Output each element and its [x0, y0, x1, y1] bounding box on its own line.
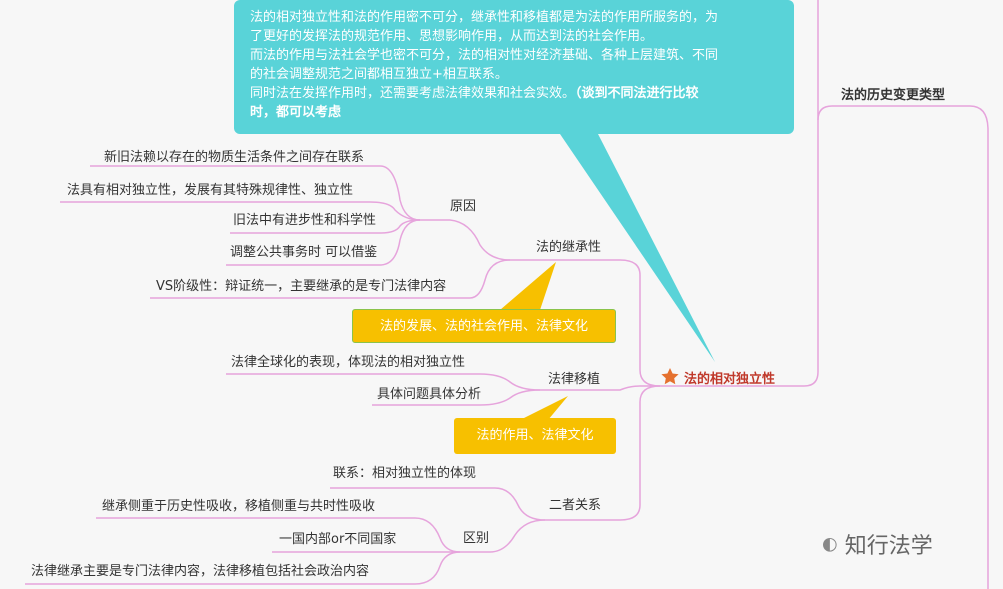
inheritance-to-reason: [420, 219, 511, 261]
star-icon: [661, 368, 679, 385]
main-to-spine: [660, 0, 819, 387]
transplant-item-1-label[interactable]: 法律全球化的表现，体现法的相对独立性: [231, 355, 466, 370]
reason-item-3-label[interactable]: 旧法中有进步性和科学性: [233, 213, 377, 228]
transplant-item-1: [226, 373, 541, 391]
transplant-note-pointer: [520, 396, 568, 420]
watermark-text: 知行法学: [844, 534, 933, 559]
transplant-item-2-label[interactable]: 具体问题具体分析: [377, 387, 482, 402]
wechat-icon: ◐: [822, 533, 838, 555]
reason-item-4-label[interactable]: 调整公共事务时 可以借鉴: [230, 245, 378, 260]
callout-pointer: [560, 134, 715, 362]
main-to-inheritance: [510, 259, 661, 387]
node-link[interactable]: 联系：相对独立性的体现: [333, 466, 477, 481]
reason-item-4: [226, 219, 421, 266]
right-spine: [969, 105, 989, 589]
callout-line-1: 法的相对独立性和法的作用密不可分，继承性和移植都是为法的作用所服务的，为: [250, 10, 719, 25]
node-history-type[interactable]: 法的历史变更类型: [841, 88, 946, 103]
difference-item-1-label[interactable]: 继承侧重于历史性吸收，移植侧重与共时性吸收: [102, 499, 376, 514]
reason-item-1: [90, 165, 421, 221]
callout-strong-a: （谈到不同法进行比较: [575, 86, 699, 101]
transplant-note[interactable]: 法的作用、法律文化: [454, 418, 616, 454]
callout-strong-b: 时，都可以考虑: [250, 105, 342, 120]
node-transplant[interactable]: 法律移植: [548, 372, 601, 387]
callout-line-3: 而法的作用与法社会学也密不可分，法的相对性对经济基础、各种上层建筑、不同: [250, 48, 719, 63]
node-difference[interactable]: 区别: [463, 531, 490, 546]
difference-item-1: [96, 517, 461, 553]
transplant-item-2: [372, 389, 541, 406]
node-inheritance[interactable]: 法的继承性: [536, 240, 602, 255]
node-relation[interactable]: 二者关系: [549, 498, 602, 513]
relation-link: [330, 487, 546, 521]
reason-item-1-label[interactable]: 新旧法赖以存在的物质生活条件之间存在联系: [104, 150, 365, 165]
difference-item-3-label[interactable]: 法律继承主要是专门法律内容，法律移植包括社会政治内容: [31, 564, 370, 579]
callout-line-4: 的社会调整规范之间都相互独立+相互联系。: [250, 67, 508, 82]
callout-line-5: 同时法在发挥作用时，还需要考虑法律效果和社会实效。（谈到不同法进行比较: [250, 84, 780, 103]
callout-line-2: 了更好的发挥法的规范作用、思想影响作用，从而达到法的社会作用。: [250, 29, 654, 44]
relation-difference: [460, 519, 546, 553]
inheritance-to-vs: [150, 259, 511, 299]
reason-item-2-label[interactable]: 法具有相对独立性，发展有其特殊规律性、独立性: [67, 183, 354, 198]
callout-line-5-text: 同时法在发挥作用时，还需要考虑法律效果和社会实效。: [250, 86, 576, 101]
difference-item-2-label[interactable]: 一国内部or不同国家: [279, 532, 397, 547]
node-reason[interactable]: 原因: [450, 199, 477, 214]
callout-box: 法的相对独立性和法的作用密不可分，继承性和移植都是为法的作用所服务的，为 了更好…: [234, 0, 794, 134]
inheritance-note[interactable]: 法的发展、法的社会作用、法律文化: [352, 309, 616, 343]
node-vs-class[interactable]: VS阶级性：辩证统一，主要继承的是专门法律内容: [156, 279, 447, 294]
reason-item-2: [60, 201, 421, 221]
main-to-transplant: [540, 385, 660, 391]
main-to-relation: [545, 385, 661, 521]
watermark: ◐ 知行法学: [822, 528, 933, 560]
difference-item-3: [25, 551, 461, 585]
reason-item-3: [230, 219, 421, 234]
inheritance-note-pointer: [500, 262, 556, 310]
history-branch: [817, 105, 970, 121]
node-main[interactable]: 法的相对独立性: [684, 372, 776, 387]
